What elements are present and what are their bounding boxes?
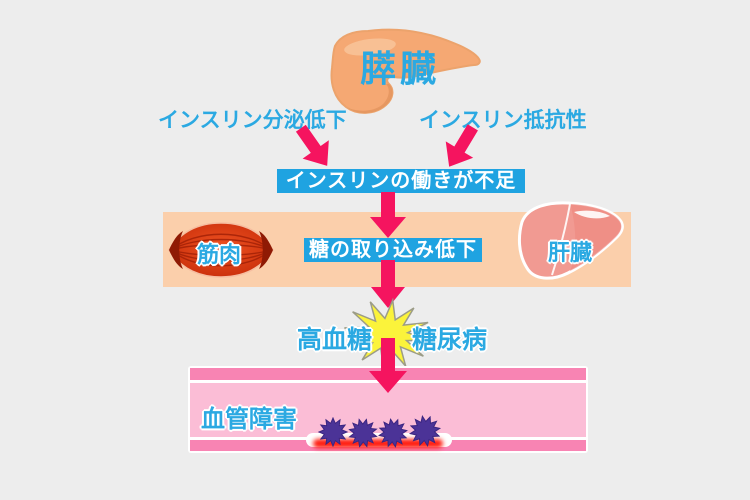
glucose-uptake-box: 糖の取り込み低下: [304, 238, 482, 262]
hyperglycemia-label: 高血糖: [297, 326, 373, 354]
diabetes-label: 糖尿病: [412, 326, 488, 354]
plaque-icon: [408, 414, 442, 448]
insufficiency-box: インスリンの働きが不足: [277, 169, 525, 193]
liver-icon: [517, 201, 624, 280]
muscle-icon: [168, 222, 274, 278]
vessel-damage-label: 血管障害: [201, 406, 297, 433]
plaque-icon: [377, 417, 409, 449]
cause-insulin-resistance-label: インスリン抵抗性: [419, 109, 587, 132]
pancreas-icon: [330, 28, 481, 114]
arrow-down-left-cause-icon: [295, 124, 329, 166]
arrow-down-right-cause-icon: [445, 124, 478, 167]
plaque-glow: [313, 439, 443, 448]
cause-insulin-secretion-label: インスリン分泌低下: [158, 109, 347, 132]
arrow-down-1-icon: [370, 192, 406, 238]
plaque-icon: [348, 418, 378, 448]
muscle-label: 筋肉: [196, 242, 241, 267]
arrow-down-3-icon: [369, 338, 407, 393]
pancreas-label: 膵臓: [359, 48, 440, 89]
liver-label: 肝臓: [547, 240, 592, 265]
arrow-down-2-icon: [371, 260, 405, 308]
plaque-icon: [318, 417, 348, 447]
